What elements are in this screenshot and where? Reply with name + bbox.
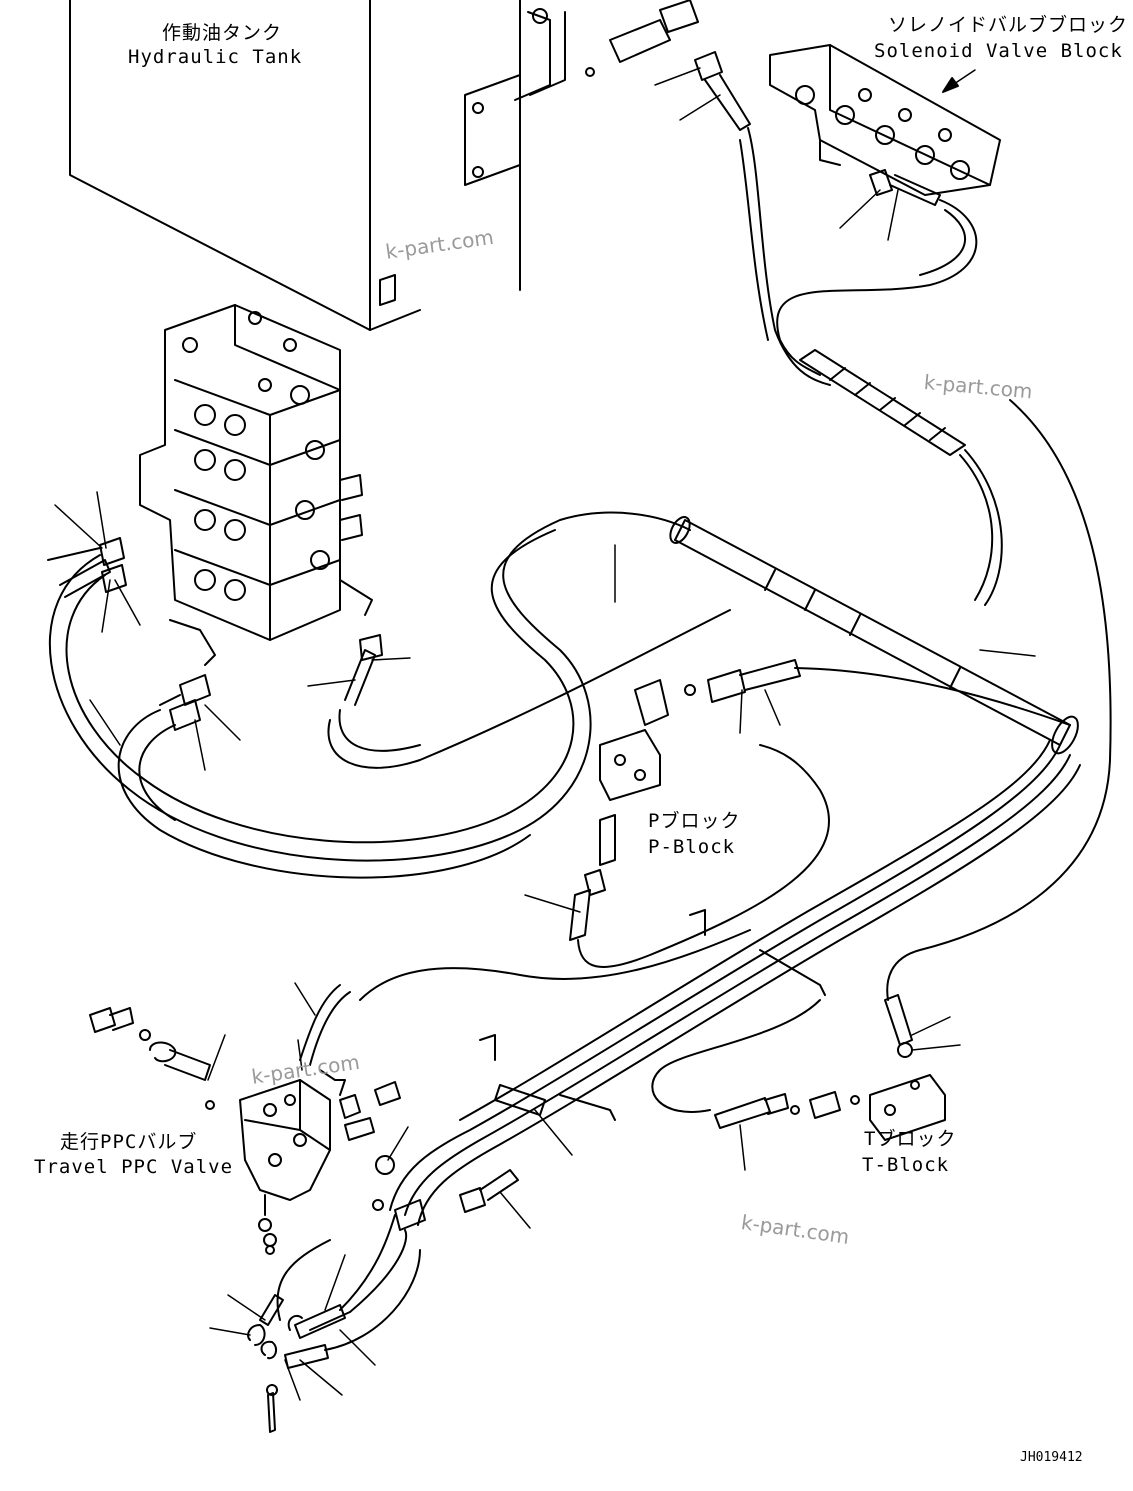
drawing-code: JH019412 — [1020, 1450, 1083, 1465]
solenoid-arrowhead — [942, 77, 959, 93]
hydraulic-tank-label-en: Hydraulic Tank — [128, 46, 303, 68]
upper-hose — [739, 127, 831, 386]
hose-loops — [48, 511, 731, 879]
top-fitting — [609, 0, 751, 131]
leader-lines — [54, 67, 1036, 1401]
travel-ppc-valve — [89, 984, 519, 1255]
hydraulic-tank-label-jp: 作動油タンク — [162, 22, 283, 44]
ppc-lower-hoses — [247, 1214, 421, 1433]
solenoid-valve-block — [769, 44, 1001, 206]
solenoid-hose — [776, 199, 1003, 606]
t-block-label-jp: Tブロック — [864, 1128, 957, 1150]
travel-ppc-label-jp: 走行PPCバルブ — [60, 1131, 198, 1153]
sleeve-tube — [669, 516, 1079, 755]
control-valve-fittings — [47, 537, 383, 731]
t-block-hose — [359, 929, 821, 1113]
hose-bundle-lower — [389, 739, 1081, 1226]
tank-bracket — [464, 8, 595, 186]
t-block — [714, 1074, 946, 1141]
travel-ppc-label-en: Travel PPC Valve — [34, 1156, 234, 1178]
solenoid-label-en: Solenoid Valve Block — [874, 40, 1123, 62]
p-block-label-en: P-Block — [648, 836, 736, 858]
main-control-valve — [139, 304, 373, 666]
p-block-label-jp: Pブロック — [648, 810, 741, 832]
t-block-label-en: T-Block — [862, 1154, 950, 1176]
p-block-assembly — [569, 659, 1071, 968]
solenoid-label-jp: ソレノイドバルブブロック — [888, 14, 1129, 36]
